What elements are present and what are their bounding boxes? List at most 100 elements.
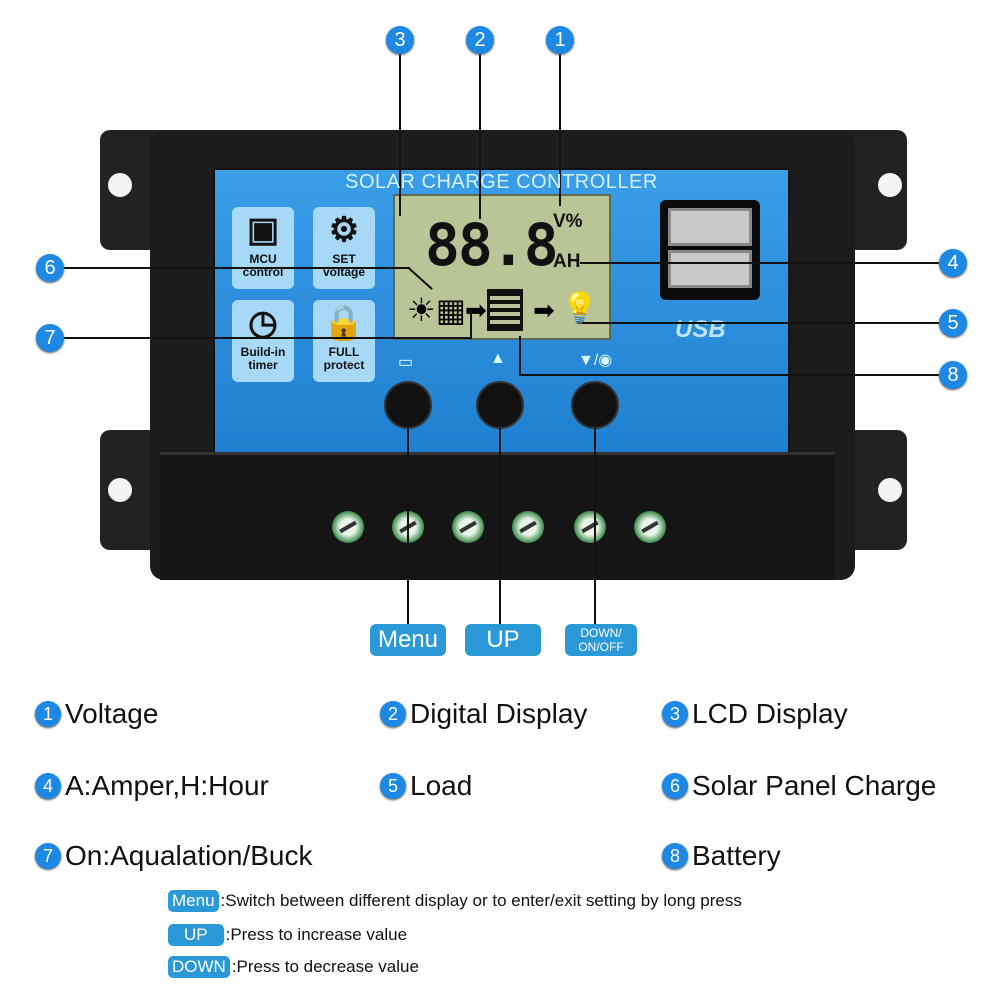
legend-text: Load bbox=[410, 770, 473, 801]
callout-3: 3 bbox=[386, 26, 414, 54]
terminal-block bbox=[160, 452, 835, 580]
legend-text: Digital Display bbox=[410, 698, 588, 729]
leader-line bbox=[470, 310, 472, 338]
menu-label: Menu bbox=[370, 624, 446, 656]
leader-line bbox=[519, 336, 521, 376]
leader-line bbox=[594, 428, 596, 624]
legend-number: 2 bbox=[380, 701, 406, 727]
unit-volt-percent: V% bbox=[553, 211, 583, 232]
leader-line bbox=[479, 54, 481, 219]
legend-text: LCD Display bbox=[692, 698, 848, 729]
legend-text: Solar Panel Charge bbox=[692, 770, 937, 801]
leader-line bbox=[64, 337, 472, 339]
gear-icon: ⚙ bbox=[328, 211, 360, 249]
leader-line bbox=[580, 262, 939, 264]
callout-2: 2 bbox=[466, 26, 494, 54]
leader-line bbox=[407, 428, 409, 624]
unit-amp-hour: AH bbox=[553, 251, 581, 272]
callout-8: 8 bbox=[939, 361, 967, 389]
down-button[interactable] bbox=[571, 381, 619, 429]
battery-icon bbox=[487, 289, 523, 331]
terminal-screw bbox=[574, 511, 606, 543]
note-down: DOWN:Press to decrease value bbox=[168, 956, 419, 978]
up-triangle-icon: ▲ bbox=[490, 350, 506, 367]
note-badge: DOWN bbox=[168, 956, 230, 978]
down-onoff-label: DOWN/ ON/OFF bbox=[565, 624, 637, 656]
callout-5: 5 bbox=[939, 309, 967, 337]
mounting-hole bbox=[108, 478, 132, 502]
down-onoff-icon: ▼/◉ bbox=[578, 352, 613, 369]
solar-panel-icon: ☀▦ bbox=[407, 292, 466, 328]
leader-line bbox=[519, 374, 939, 376]
mounting-hole bbox=[878, 173, 902, 197]
note-text: :Press to increase value bbox=[225, 925, 408, 944]
leader-line bbox=[64, 267, 410, 269]
note-menu: Menu:Switch between different display or… bbox=[168, 890, 742, 912]
callout-1: 1 bbox=[546, 26, 574, 54]
legend-number: 8 bbox=[662, 843, 688, 869]
digital-readout: 88.8 bbox=[425, 211, 559, 279]
leader-line bbox=[559, 54, 561, 206]
mcu-control-badge: ▣ MCU control bbox=[232, 207, 294, 289]
arrow-right-icon: ➡ bbox=[465, 295, 487, 325]
bulb-icon: 💡 bbox=[561, 292, 599, 325]
callout-4: 4 bbox=[939, 249, 967, 277]
terminal-screw bbox=[634, 511, 666, 543]
badge-line: Build-in bbox=[240, 345, 286, 359]
note-badge: UP bbox=[168, 924, 224, 946]
badge-line: FULL bbox=[328, 345, 360, 359]
legend-text: On:Aqualation/Buck bbox=[65, 840, 313, 871]
clock-icon: ◷ bbox=[248, 304, 278, 342]
usb-ports bbox=[660, 200, 760, 300]
terminal-screw bbox=[512, 511, 544, 543]
legend-text: A:Amper,H:Hour bbox=[65, 770, 269, 801]
legend-number: 1 bbox=[35, 701, 61, 727]
badge-line: MCU bbox=[249, 252, 277, 266]
terminal-screw bbox=[452, 511, 484, 543]
badge-line: timer bbox=[248, 358, 278, 372]
leader-line bbox=[582, 322, 939, 324]
panel-title: SOLAR CHARGE CONTROLLER bbox=[345, 171, 658, 193]
full-protect-badge: 🔒 FULL protect bbox=[313, 300, 375, 382]
legend-number: 7 bbox=[35, 843, 61, 869]
menu-symbol-icon: ▭ bbox=[398, 354, 414, 371]
arrow-right-icon: ➡ bbox=[533, 295, 555, 325]
chip-icon: ▣ bbox=[246, 211, 280, 249]
badge-line: SET bbox=[332, 252, 356, 266]
mounting-hole bbox=[878, 478, 902, 502]
usb-port bbox=[668, 250, 752, 288]
badge-line: protect bbox=[323, 358, 365, 372]
usb-port bbox=[668, 208, 752, 246]
legend-text: Voltage bbox=[65, 698, 159, 729]
note-text: :Press to decrease value bbox=[231, 957, 419, 976]
leader-line bbox=[399, 54, 401, 216]
lcd-display: 88.8 V% AH ☀▦ ➡ ➡ 💡 bbox=[393, 194, 611, 340]
note-up: UP:Press to increase value bbox=[168, 924, 407, 946]
legend-number: 5 bbox=[380, 773, 406, 799]
set-voltage-badge: ⚙ SET voltage bbox=[313, 207, 375, 289]
terminal-screw bbox=[332, 511, 364, 543]
menu-button[interactable] bbox=[384, 381, 432, 429]
callout-6: 6 bbox=[36, 254, 64, 282]
lock-icon: 🔒 bbox=[322, 304, 366, 342]
callout-7: 7 bbox=[36, 324, 64, 352]
legend-text: Battery bbox=[692, 840, 781, 871]
usb-label: USB bbox=[675, 316, 726, 343]
mounting-hole bbox=[108, 173, 132, 197]
leader-line bbox=[499, 428, 501, 624]
timer-badge: ◷ Build-in timer bbox=[232, 300, 294, 382]
note-text: :Switch between different display or to … bbox=[220, 891, 742, 910]
legend-number: 3 bbox=[662, 701, 688, 727]
legend-number: 6 bbox=[662, 773, 688, 799]
up-button[interactable] bbox=[476, 381, 524, 429]
legend-number: 4 bbox=[35, 773, 61, 799]
up-label: UP bbox=[465, 624, 541, 656]
